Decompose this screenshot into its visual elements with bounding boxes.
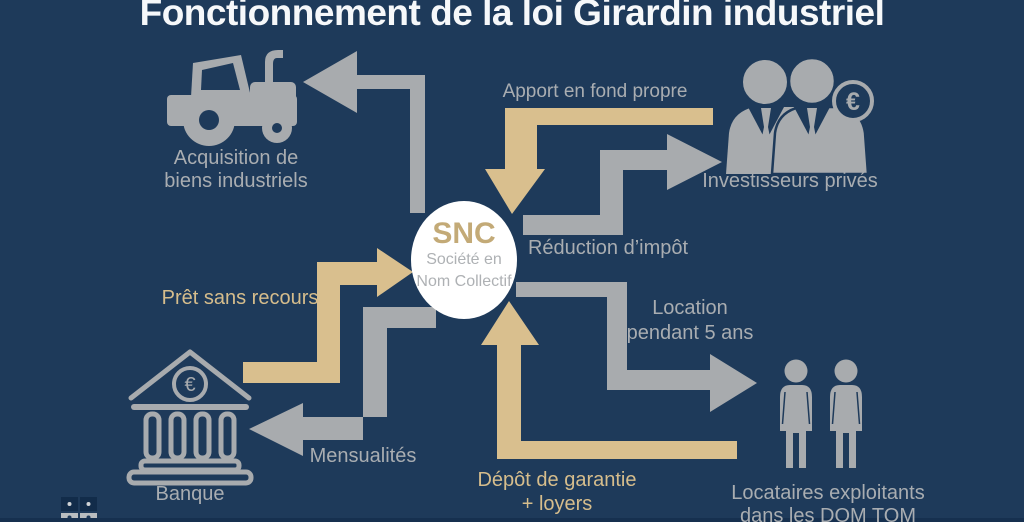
arrow-mensualites xyxy=(249,307,436,456)
label-acquisition: Acquisition de biens industriels xyxy=(136,147,336,193)
tractor-icon xyxy=(167,50,297,146)
label-depot: Dépôt de garantie + loyers xyxy=(472,468,642,516)
label-location: Location pendant 5 ans xyxy=(620,296,760,346)
partial-logo xyxy=(61,497,97,522)
label-location-line2: pendant 5 ans xyxy=(626,322,754,344)
label-reduction: Réduction d’impôt xyxy=(527,237,689,259)
label-apport: Apport en fond propre xyxy=(502,81,688,102)
snc-acronym: SNC xyxy=(432,217,496,250)
euro-glyph: € xyxy=(184,374,195,396)
euro-glyph: € xyxy=(846,88,860,116)
euro-coin-icon: € xyxy=(832,80,874,122)
investors-icon: € xyxy=(726,56,874,176)
label-acquisition-line2: biens industriels xyxy=(164,170,308,192)
label-depot-line2: + loyers xyxy=(521,493,593,515)
bottom-edge xyxy=(0,518,1024,522)
arrow-apport xyxy=(485,108,713,214)
page-title: Fonctionnement de la loi Girardin indust… xyxy=(139,0,885,33)
bank-icon: € xyxy=(126,349,254,486)
label-banque: Banque xyxy=(155,483,225,505)
label-investisseurs: Investisseurs privés xyxy=(702,170,878,192)
snc-full-name-line2: Nom Collectif xyxy=(416,273,512,290)
tenants-icon xyxy=(780,359,862,468)
arrow-depot xyxy=(481,301,737,459)
label-locataires: Locataires exploitants dans les DOM TOM xyxy=(723,482,933,522)
label-locataires-line2: dans les DOM TOM xyxy=(740,505,916,522)
label-location-line1: Location xyxy=(652,297,728,319)
label-pret: Prêt sans recours xyxy=(161,287,319,309)
label-acquisition-line1: Acquisition de xyxy=(173,147,299,169)
snc-full-name: Société en Nom Collectif xyxy=(407,249,521,293)
snc-full-name-line1: Société en xyxy=(426,251,502,268)
arrow-location xyxy=(516,282,757,412)
label-depot-line1: Dépôt de garantie xyxy=(477,469,637,491)
arrow-pret xyxy=(243,248,413,383)
arrow-to-acquisition xyxy=(303,51,425,213)
snc-circle xyxy=(411,201,517,319)
label-mensualites: Mensualités xyxy=(309,445,417,467)
arrow-reduction xyxy=(523,134,722,235)
label-locataires-line1: Locataires exploitants xyxy=(731,482,925,504)
